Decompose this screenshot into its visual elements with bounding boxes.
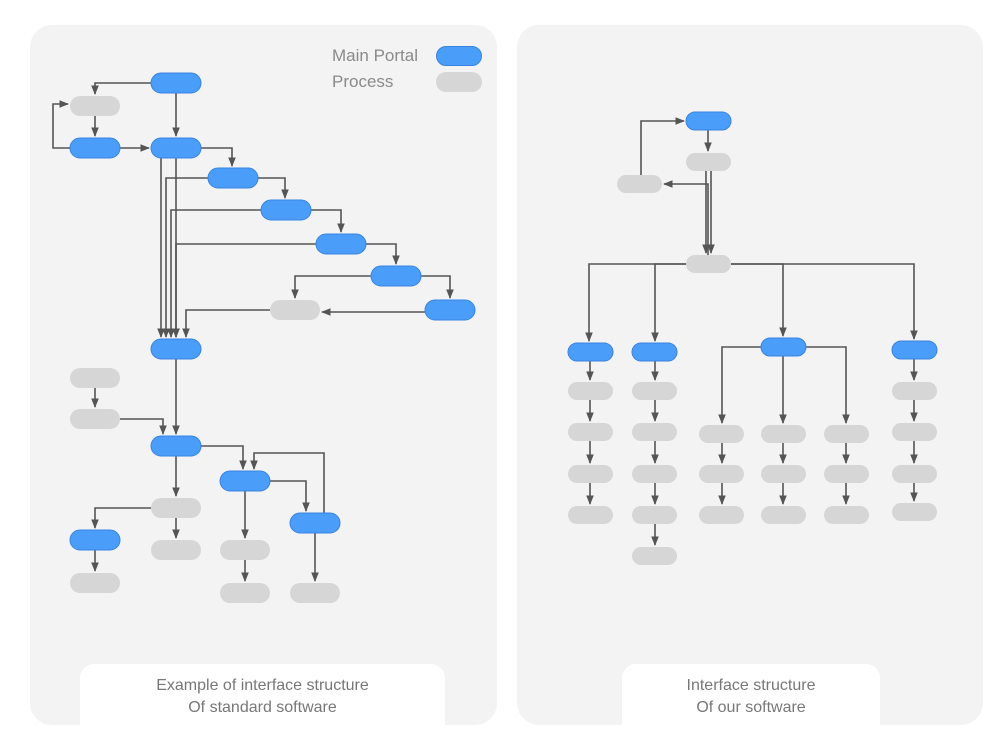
main-portal-node	[370, 265, 422, 287]
connector-arrow	[182, 309, 270, 338]
process-node	[699, 506, 744, 524]
main-portal-node	[424, 299, 476, 321]
diagram-nodes	[69, 72, 938, 603]
process-node	[70, 368, 120, 388]
connector-arrow	[718, 346, 761, 424]
legend-process-swatch	[436, 72, 482, 92]
process-node	[568, 506, 613, 524]
process-node	[761, 465, 806, 483]
legend-process-label: Process	[332, 72, 394, 91]
connector-arrow	[91, 82, 151, 95]
process-node	[892, 465, 937, 483]
right-caption-line2: Of our software	[696, 699, 806, 716]
connector-arrow	[120, 418, 167, 435]
right-caption: Interface structure Of our software	[622, 664, 880, 725]
connector-arrow	[585, 263, 686, 342]
main-portal-node	[567, 342, 614, 362]
main-portal-node	[260, 199, 312, 221]
main-portal-node	[315, 233, 367, 255]
main-portal-node	[219, 470, 271, 492]
main-portal-node	[891, 340, 938, 360]
main-portal-node	[685, 111, 732, 131]
right-panel	[517, 25, 983, 725]
process-node	[632, 506, 677, 524]
main-portal-node	[150, 72, 202, 94]
process-node	[686, 255, 731, 273]
process-node	[632, 547, 677, 565]
left-caption-line2: Of standard software	[188, 699, 337, 716]
process-node	[70, 96, 120, 116]
left-caption: Example of interface structure Of standa…	[80, 664, 445, 725]
process-node	[220, 540, 270, 560]
process-node	[151, 498, 201, 518]
process-node	[617, 175, 662, 193]
connector-arrow	[640, 117, 685, 175]
process-node	[568, 465, 613, 483]
process-node	[892, 503, 937, 521]
connector-arrow	[167, 209, 261, 338]
process-node	[632, 382, 677, 400]
process-node	[70, 409, 120, 429]
main-portal-node	[289, 512, 341, 534]
main-portal-node	[69, 137, 121, 159]
connector-arrow	[91, 507, 151, 529]
process-node	[632, 465, 677, 483]
process-node	[270, 300, 320, 320]
process-node	[70, 573, 120, 593]
main-portal-node	[69, 529, 121, 551]
process-node	[824, 506, 869, 524]
process-node	[761, 425, 806, 443]
connector-arrow	[663, 180, 709, 255]
process-node	[568, 423, 613, 441]
connector-arrow	[270, 480, 310, 512]
main-portal-node	[150, 137, 202, 159]
connector-lines	[52, 82, 918, 582]
connector-arrow	[250, 452, 325, 513]
connector-arrow	[291, 275, 371, 299]
main-portal-node	[760, 337, 807, 357]
process-node	[699, 425, 744, 443]
connector-arrow	[258, 177, 289, 199]
process-node	[686, 153, 731, 171]
connector-arrow	[366, 243, 400, 265]
connector-arrow	[731, 263, 787, 337]
connector-arrow	[421, 275, 454, 299]
process-node	[892, 423, 937, 441]
process-node	[824, 465, 869, 483]
process-node	[699, 465, 744, 483]
connector-arrow	[806, 346, 850, 424]
connector-arrow	[201, 147, 236, 167]
process-node	[220, 583, 270, 603]
process-node	[632, 423, 677, 441]
connector-arrow	[731, 263, 918, 340]
process-node	[290, 583, 340, 603]
right-caption-line1: Interface structure	[686, 677, 816, 694]
process-node	[892, 382, 937, 400]
process-node	[151, 540, 201, 560]
legend-main-portal-label: Main Portal	[332, 46, 418, 65]
left-caption-line1: Example of interface structure	[156, 677, 369, 694]
main-portal-node	[150, 435, 202, 457]
process-node	[761, 506, 806, 524]
connector-arrow	[201, 445, 247, 470]
main-portal-node	[207, 167, 259, 189]
main-portal-node	[631, 342, 678, 362]
main-portal-node	[150, 338, 202, 360]
process-node	[824, 425, 869, 443]
connector-arrow	[311, 209, 345, 233]
connector-arrow	[162, 177, 208, 338]
process-node	[568, 382, 613, 400]
connector-arrow	[52, 100, 70, 149]
connector-arrow	[651, 263, 686, 342]
legend-main-portal-swatch	[436, 46, 482, 66]
